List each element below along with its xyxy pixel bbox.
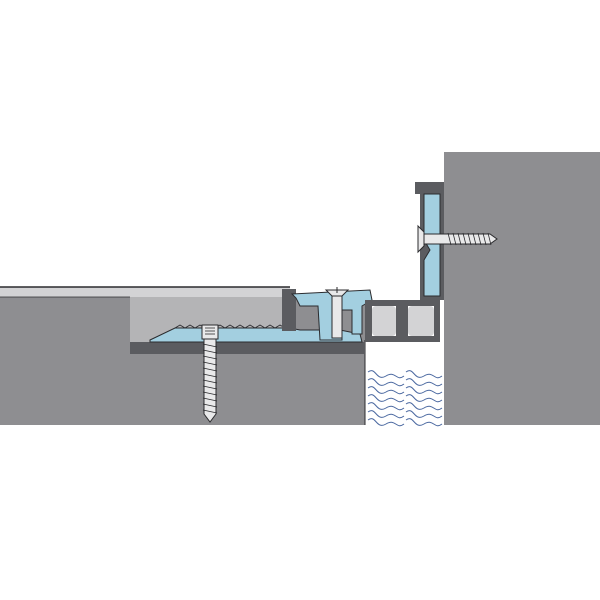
insulation-coil xyxy=(405,402,443,411)
insulation-coil xyxy=(367,378,405,387)
insulation-coil xyxy=(367,394,405,403)
screw-thread xyxy=(202,349,218,354)
insulation-coil xyxy=(405,386,443,395)
screw-thread xyxy=(202,355,218,360)
screw-thread xyxy=(202,403,218,408)
insulation-coil xyxy=(367,410,405,419)
screw-thread xyxy=(482,232,487,246)
insulation-coil xyxy=(405,370,443,379)
screw-thread xyxy=(202,397,218,402)
insulation-coil xyxy=(367,402,405,411)
wall-anchor-screw xyxy=(417,224,498,254)
insulation-coil xyxy=(367,370,405,379)
insulation-coil xyxy=(405,378,443,387)
profile-edge-block xyxy=(282,289,296,331)
profile-channel xyxy=(365,300,440,342)
screw-thread xyxy=(477,232,482,246)
screw-thread xyxy=(202,379,218,384)
screw-thread xyxy=(202,361,218,366)
screw-thread xyxy=(202,409,218,414)
screw-thread xyxy=(202,385,218,390)
screw-thread xyxy=(202,367,218,372)
insulation-coil xyxy=(405,418,443,427)
screw-thread xyxy=(457,232,462,246)
floor-anchor-screw xyxy=(201,324,219,423)
floor-covering xyxy=(0,286,290,298)
screw-thread xyxy=(202,373,218,378)
screw-thread xyxy=(472,232,477,246)
screw-thread xyxy=(202,391,218,396)
joint-insulation xyxy=(367,370,443,427)
screw-thread xyxy=(452,232,457,246)
screw-thread xyxy=(467,232,472,246)
insulation-coil xyxy=(367,418,405,427)
insulation-coil xyxy=(405,394,443,403)
expansion-joint-profile xyxy=(130,182,444,354)
insulation-coil xyxy=(405,410,443,419)
screw-thread xyxy=(487,232,492,246)
screw-thread xyxy=(447,232,452,246)
profile-fixing-screw xyxy=(324,287,350,339)
screw-thread xyxy=(462,232,467,246)
wall-substrate-right xyxy=(444,152,600,425)
insulation-coil xyxy=(367,386,405,395)
screw-thread xyxy=(202,343,218,348)
